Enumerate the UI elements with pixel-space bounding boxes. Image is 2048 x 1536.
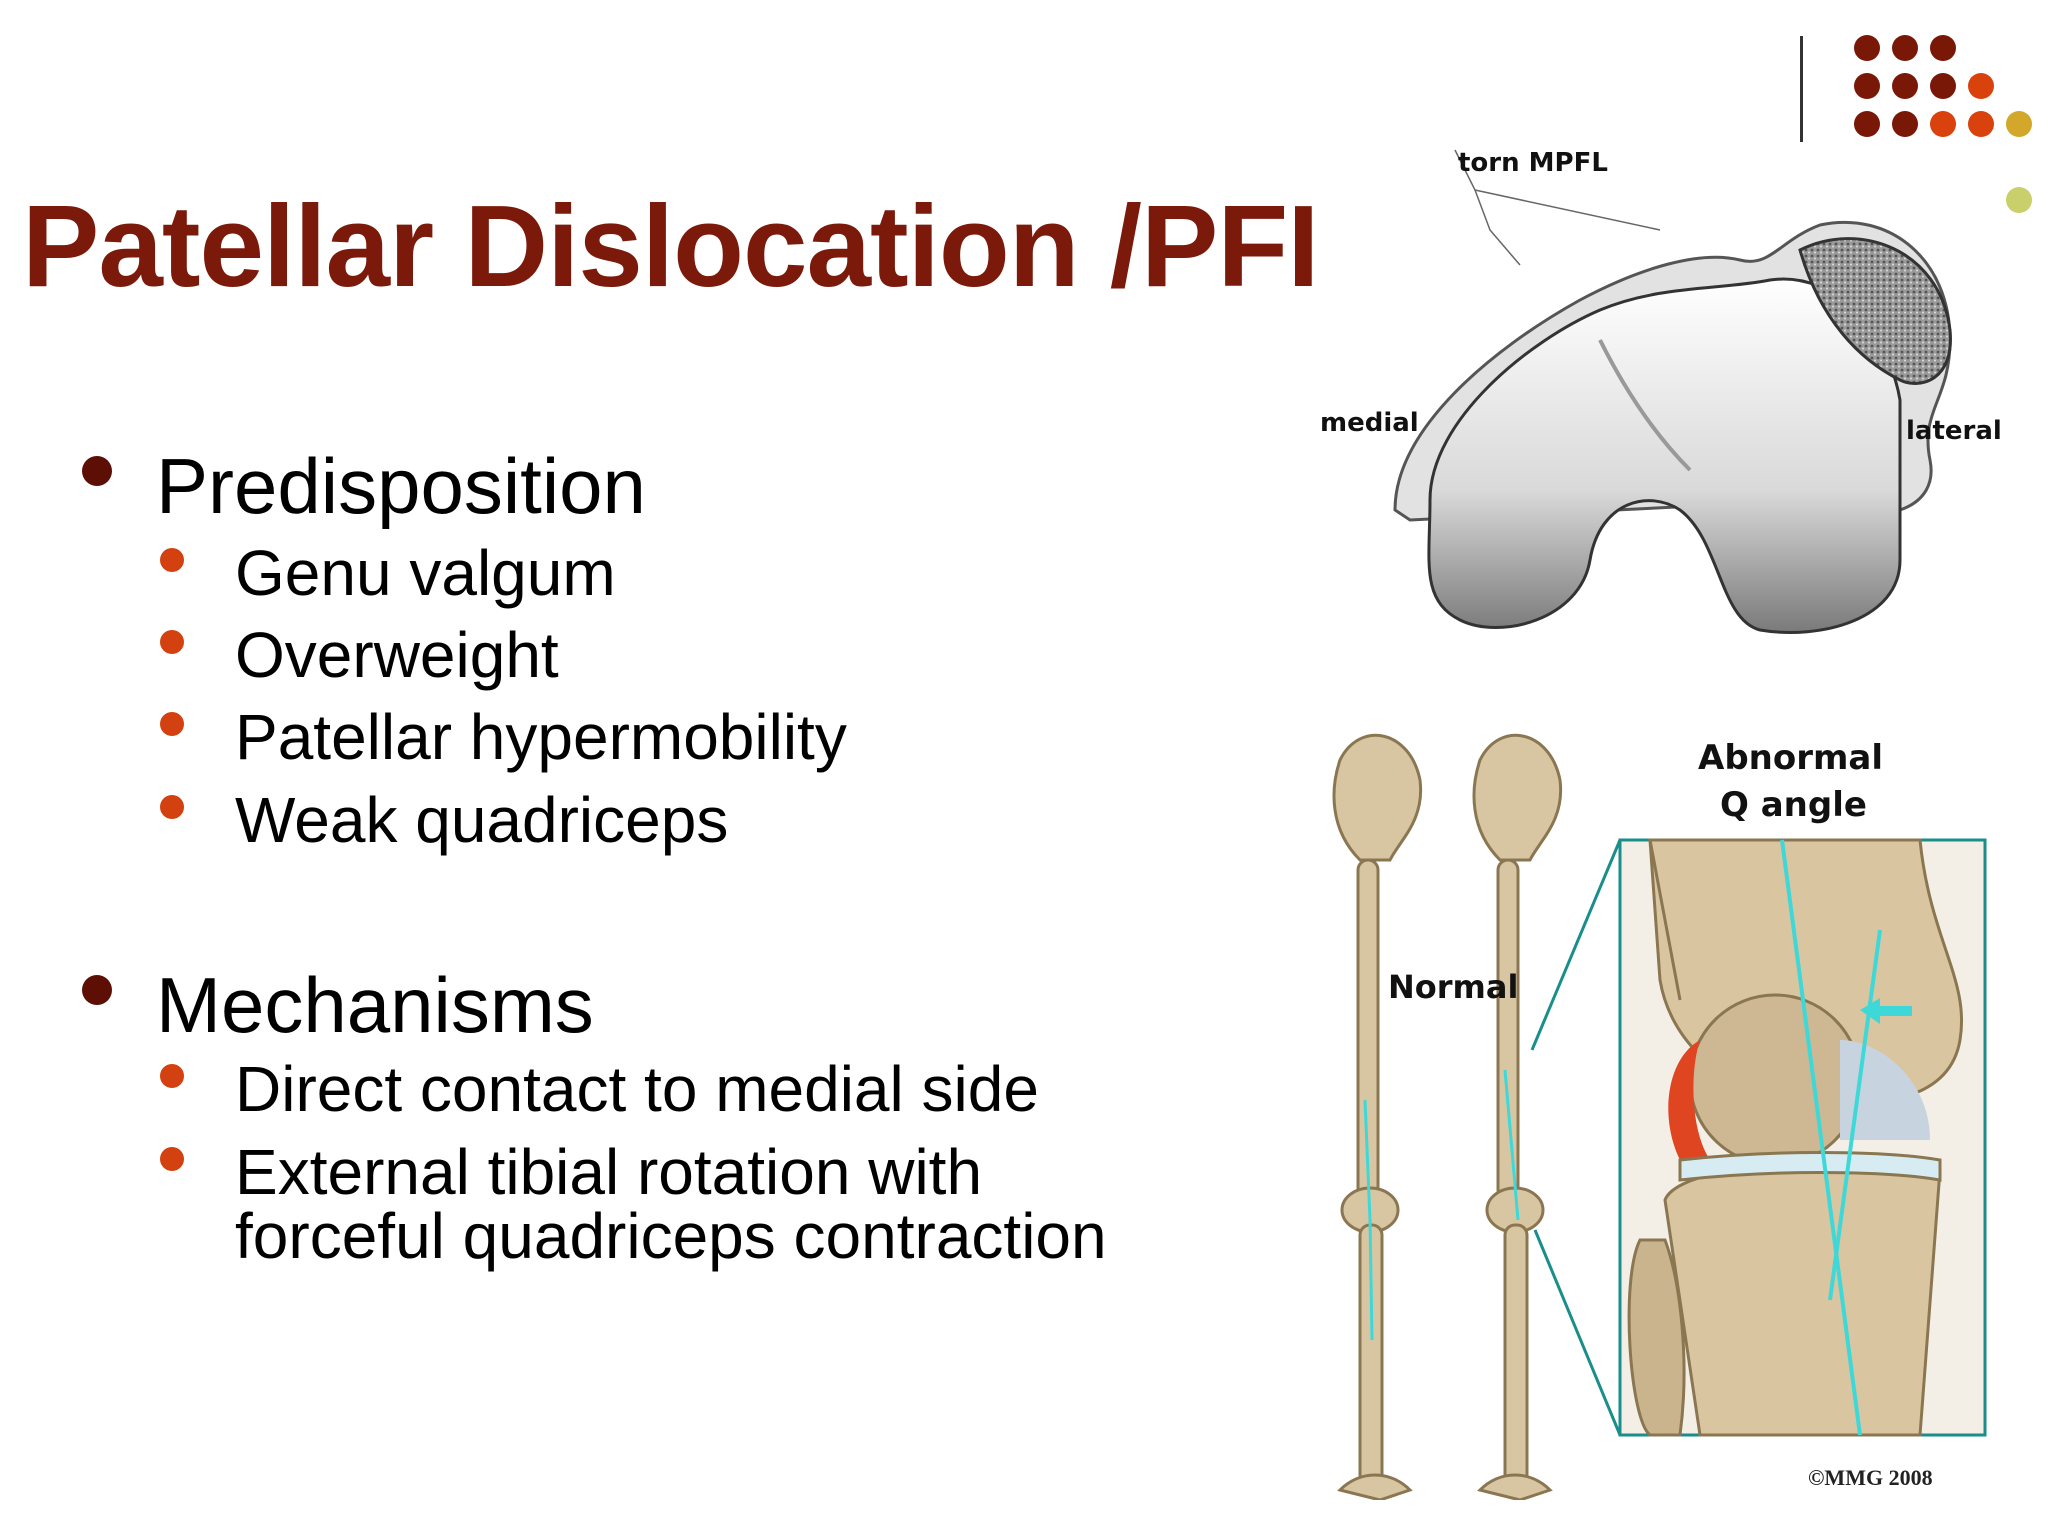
label-q-angle: Q angle — [1720, 785, 1867, 825]
leg-skeleton-illustration — [1332, 733, 1987, 1502]
slide-title: Patellar Dislocation /PFI — [22, 181, 1319, 311]
trochlea-figure: torn MPFL medial lateral — [1300, 140, 2020, 660]
label-lateral: lateral — [1906, 416, 2002, 446]
bullet-icon — [160, 1147, 184, 1171]
decor-divider — [1800, 36, 1803, 142]
q-angle-figure: Normal Abnormal Q angle ©MMG 2008 — [1320, 720, 2020, 1502]
list-item: Weak quadriceps — [235, 784, 729, 856]
bullet-icon — [160, 548, 184, 572]
label-torn-mpfl: torn MPFL — [1458, 148, 1608, 178]
trochlea-illustration — [1393, 149, 1952, 634]
list-item: External tibial rotation with forceful q… — [235, 1136, 1107, 1272]
list-item: Genu valgum — [235, 537, 616, 609]
dot-grid-icon — [1854, 35, 2032, 213]
label-medial: medial — [1320, 408, 1419, 438]
bullet-list: Predisposition Genu valgum Overweight Pa… — [82, 442, 1107, 1272]
list-item: Direct contact to medial side — [235, 1053, 1039, 1125]
list-item: Overweight — [235, 619, 559, 691]
section-heading-predisposition: Predisposition — [156, 442, 646, 530]
bullet-icon — [160, 1064, 184, 1088]
bullet-icon — [160, 712, 184, 736]
bullet-icon — [160, 795, 184, 819]
bullet-icon — [82, 975, 112, 1005]
list-item: Patellar hypermobility — [235, 701, 847, 773]
label-abnormal: Abnormal — [1698, 738, 1884, 778]
section-heading-mechanisms: Mechanisms — [156, 961, 594, 1049]
label-normal: Normal — [1388, 968, 1519, 1006]
bullet-icon — [82, 456, 112, 486]
bullet-icon — [160, 630, 184, 654]
copyright-text: ©MMG 2008 — [1808, 1465, 1933, 1490]
